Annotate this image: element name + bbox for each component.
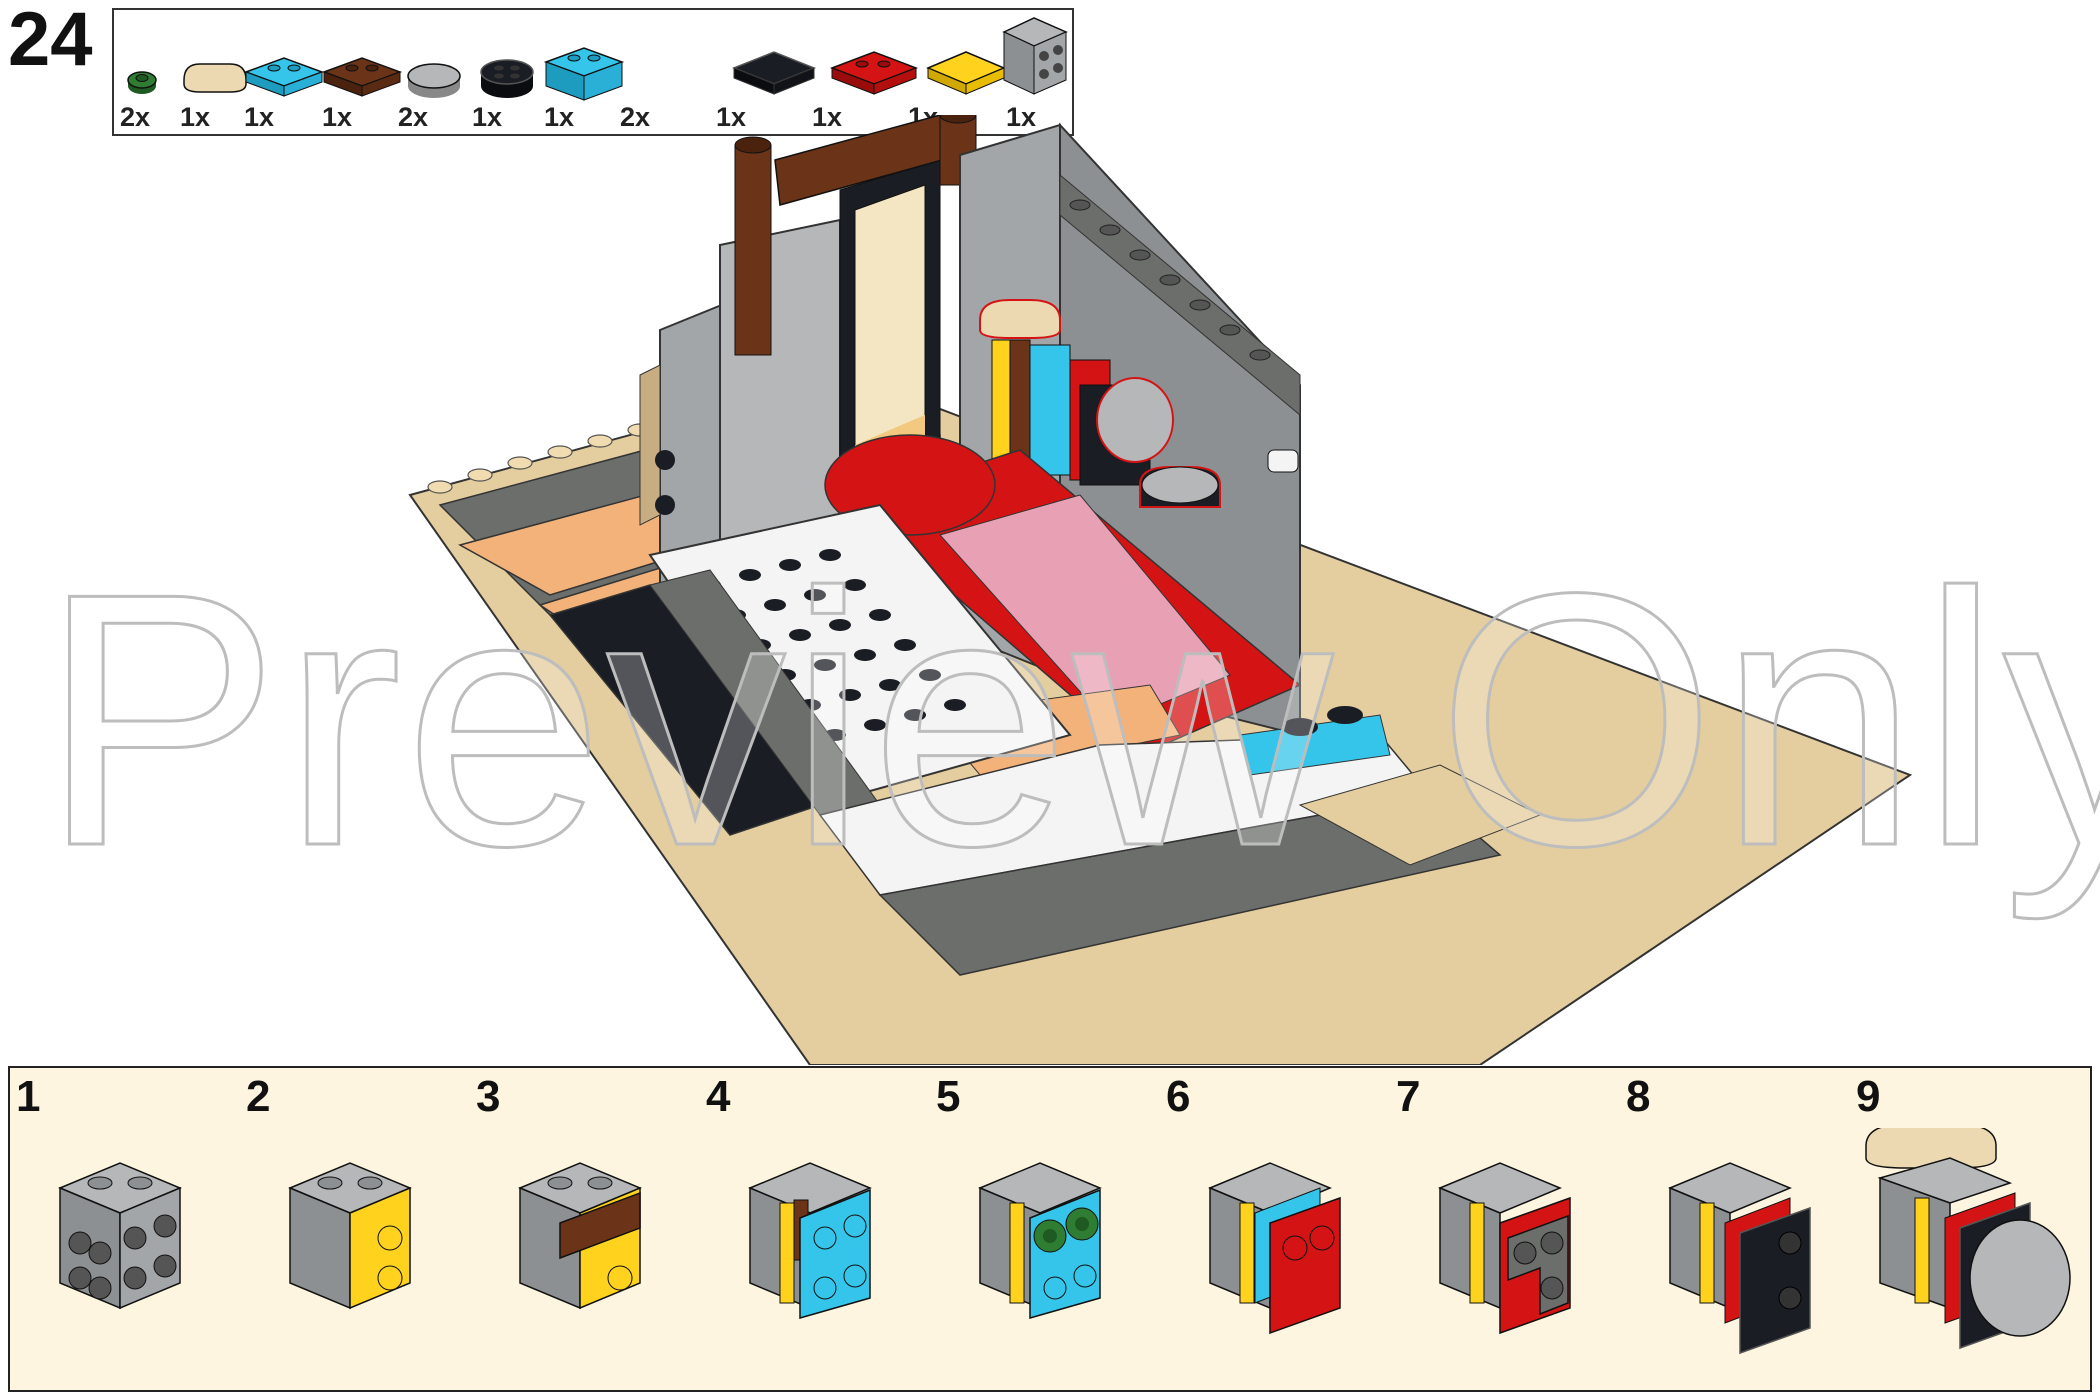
substep-5: 5: [930, 1068, 1160, 1388]
parts-list: 2x 1x 1x 1x 2x 1x 1x 2x 1x 1x 1x 1x: [112, 8, 1074, 136]
wall-studs: [1069, 199, 1271, 361]
part-qty: 1x: [716, 102, 747, 132]
substep-label: 8: [1626, 1072, 1651, 1121]
tan-tile-icon: [183, 63, 247, 93]
substep-3: 3: [470, 1068, 700, 1388]
yellow-plate-icon: [926, 51, 1006, 95]
substep-7: 7: [1390, 1068, 1620, 1388]
azure-plate-icon: [243, 57, 325, 97]
black-round-plate-icon: [480, 59, 534, 98]
red-plate-stage-icon: [1208, 1162, 1341, 1335]
part-qty: 1x: [472, 102, 503, 132]
model-view: [408, 115, 1913, 1065]
substep-label: 1: [16, 1072, 41, 1121]
new-parts-highlight: [979, 299, 1221, 508]
part-qty: 2x: [620, 102, 651, 132]
black-plate-stage-icon: [1668, 1162, 1811, 1355]
substep-8: 8: [1620, 1068, 1850, 1388]
gray-round-tile-icon: [407, 63, 461, 98]
substeps-panel: 1 2: [8, 1066, 2092, 1392]
part-qty: 1x: [812, 102, 843, 132]
part-qty: 1x: [322, 102, 353, 132]
brown-plate-icon: [321, 57, 403, 97]
substep-4: 4: [700, 1068, 930, 1388]
gray-brick-icon: [1002, 17, 1068, 95]
brown-plate-stage-icon: [518, 1162, 642, 1310]
azure-brick-icon: [543, 47, 625, 101]
substep-1: 1: [10, 1068, 240, 1388]
part-qty: 2x: [398, 102, 429, 132]
part-qty: 2x: [120, 102, 151, 132]
substep-6: 6: [1160, 1068, 1390, 1388]
azure-brick-stage-icon: [748, 1162, 872, 1319]
part-qty: 1x: [544, 102, 575, 132]
step-number: 24: [8, 0, 93, 82]
green-round-plate-stage-icon: [978, 1162, 1102, 1319]
part-qty: 1x: [1006, 102, 1037, 132]
substep-2: 2: [240, 1068, 470, 1388]
gray-brick-stage-icon: [58, 1162, 182, 1310]
parts-list-icons: [127, 17, 1068, 101]
substep-label: 7: [1396, 1072, 1421, 1121]
green-round-plate-icon: [127, 71, 157, 94]
tan-tile-stage-icon: [1865, 1128, 2071, 1350]
red-plate-icon: [829, 51, 919, 95]
part-qty: 1x: [244, 102, 275, 132]
substep-label: 5: [936, 1072, 961, 1121]
part-qty: 1x: [180, 102, 211, 132]
substep-9: 9: [1850, 1068, 2090, 1388]
dark-gray-corner-stage-icon: [1438, 1162, 1571, 1335]
black-plate-icon: [731, 51, 817, 95]
substep-label: 9: [1856, 1072, 1881, 1121]
yellow-plate-stage-icon: [288, 1162, 412, 1310]
substep-label: 3: [476, 1072, 501, 1121]
substep-label: 6: [1166, 1072, 1191, 1121]
substep-label: 4: [706, 1072, 731, 1121]
substep-label: 2: [246, 1072, 271, 1121]
